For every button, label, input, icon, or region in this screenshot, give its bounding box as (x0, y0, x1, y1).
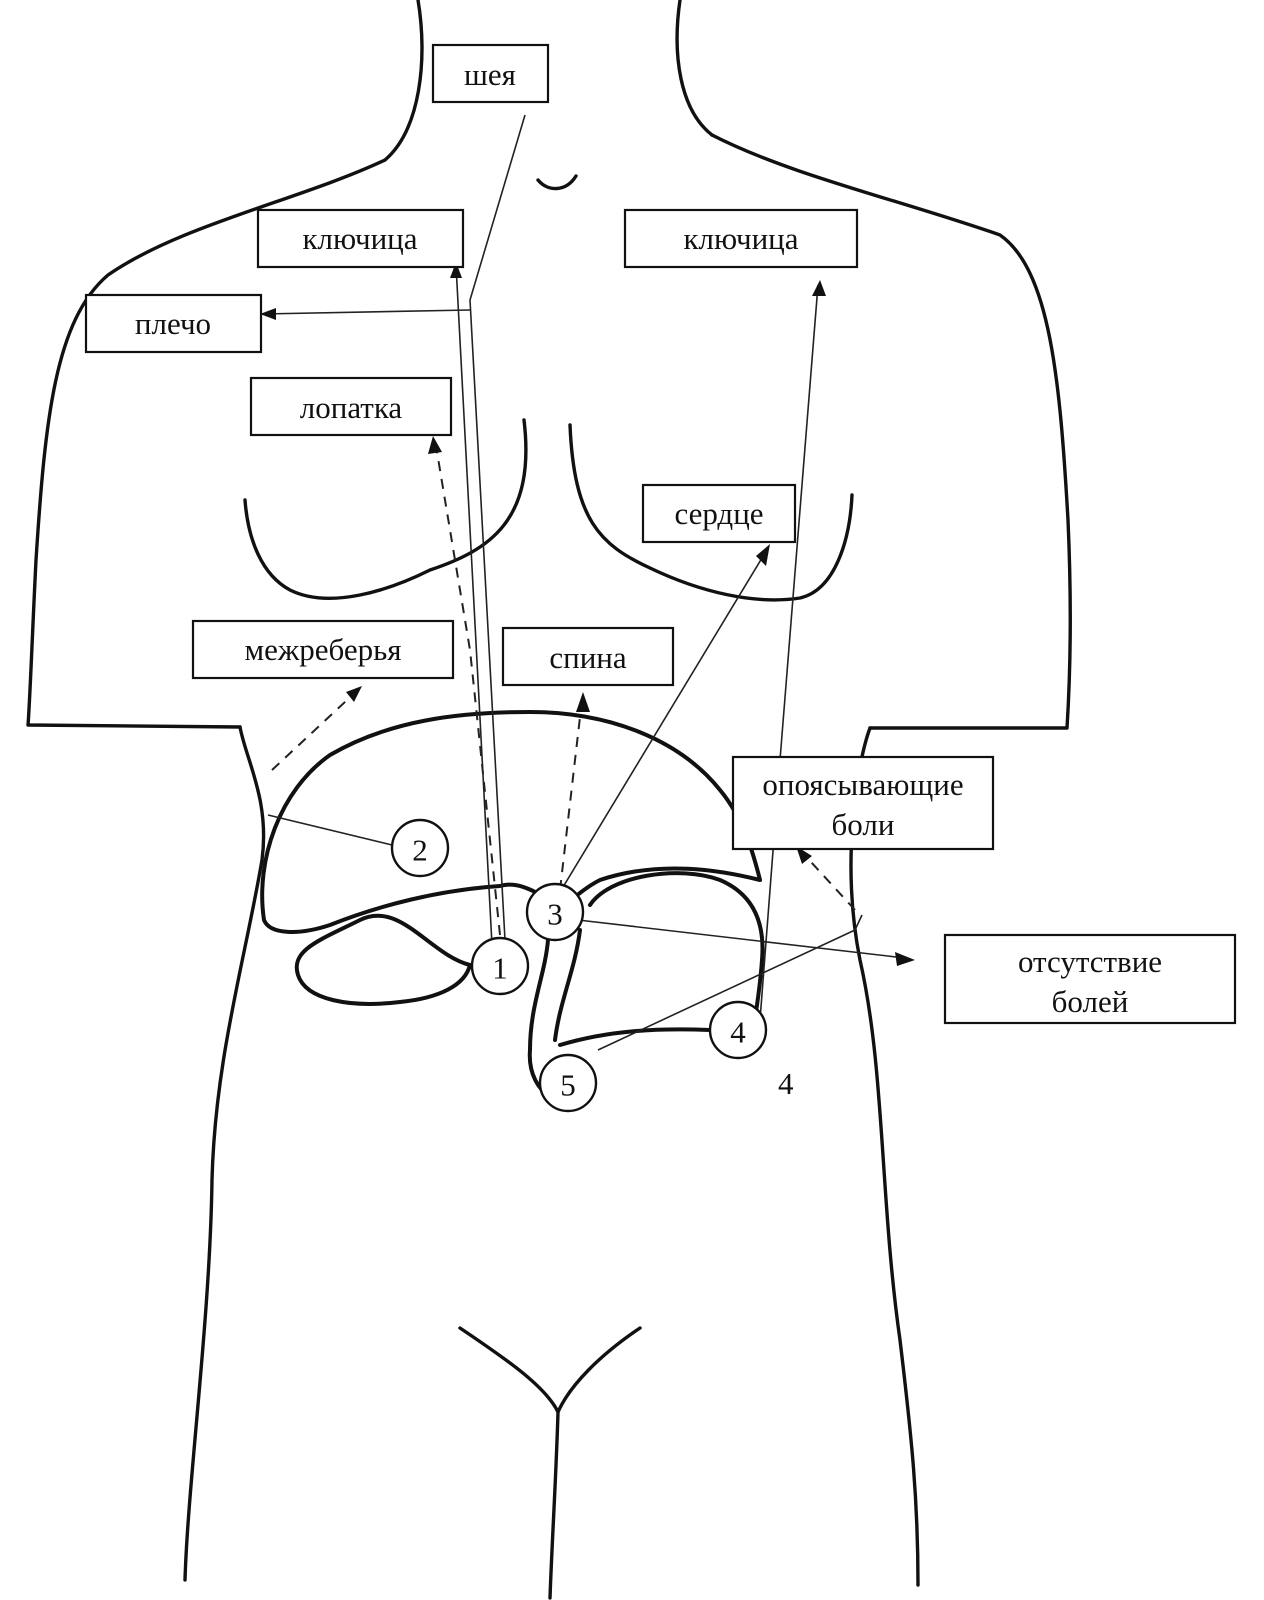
marker-2: 2 (390, 818, 450, 878)
marker-3-text: 3 (547, 897, 563, 932)
torso-outline (26, 0, 1072, 1600)
label-clavicle-right-text: ключица (683, 221, 798, 256)
label-clavicle-right: ключица (623, 208, 859, 269)
label-intercostal: межреберья (191, 619, 455, 680)
label-clavicle-left-text: ключица (302, 221, 417, 256)
label-scapula-text: лопатка (300, 390, 403, 425)
label-intercostal-text: межреберья (244, 632, 401, 667)
gallbladder-outline (294, 913, 472, 1006)
marker-2-text: 2 (412, 833, 428, 868)
organs (260, 710, 765, 1097)
label-shoulder-text: плечо (135, 306, 211, 341)
label-no-pain-line1: отсутствие (1018, 944, 1162, 979)
label-no-pain: отсутствие болей (943, 933, 1237, 1025)
label-shoulder: плечо (84, 293, 263, 354)
stomach-outline (588, 871, 765, 1042)
marker-5: 5 (538, 1053, 598, 1113)
liver-outline (260, 710, 762, 934)
marker-1-text: 1 (492, 951, 508, 986)
marker-5-text: 5 (560, 1068, 576, 1103)
label-back-text: спина (549, 640, 627, 675)
label-neck: шея (431, 43, 550, 104)
marker-1: 1 (470, 936, 530, 996)
label-girdle-pain-line2: боли (832, 807, 895, 842)
marker-4: 4 (708, 1000, 768, 1060)
label-back: спина (501, 626, 675, 687)
label-heart-text: сердце (674, 496, 763, 531)
irradiation-rays (260, 114, 915, 1051)
label-scapula: лопатка (249, 376, 453, 437)
duct-outline (527, 938, 550, 1097)
label-girdle-pain: опоясывающие боли (731, 755, 995, 851)
label-heart: сердце (641, 483, 797, 544)
label-neck-text: шея (464, 57, 516, 92)
duct-inner (553, 928, 582, 1042)
marker-4-text: 4 (730, 1015, 746, 1050)
label-no-pain-line2: болей (1052, 984, 1129, 1019)
free-number-label: 4 (778, 1066, 794, 1101)
marker-3: 3 (525, 882, 585, 942)
label-girdle-pain-line1: опоясывающие (762, 767, 963, 802)
label-clavicle-left: ключица (256, 208, 465, 269)
